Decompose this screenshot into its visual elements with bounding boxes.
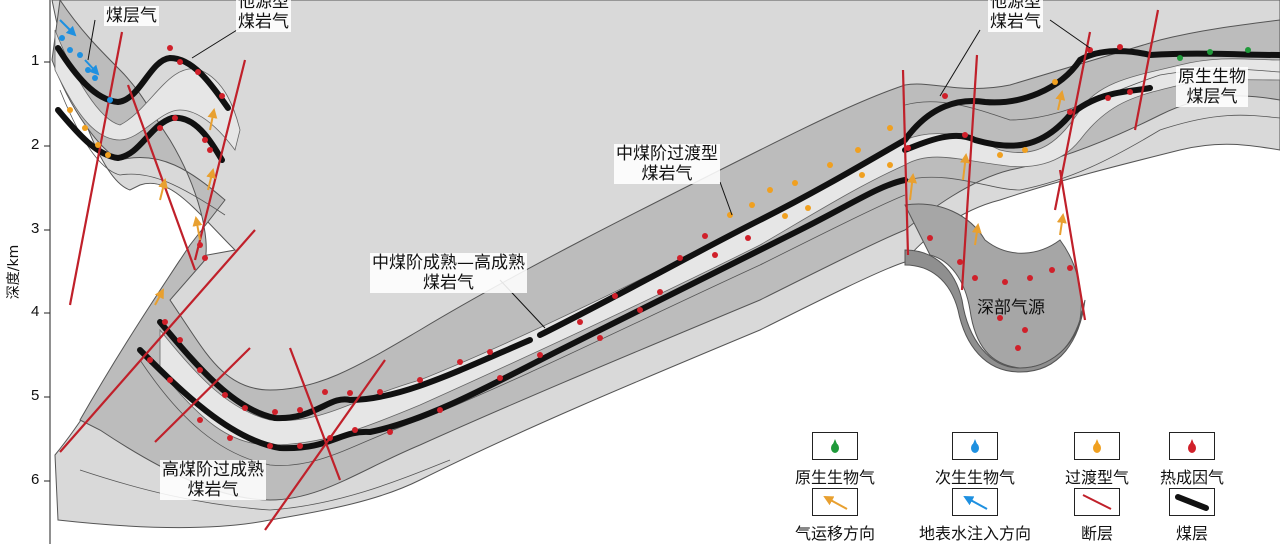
legend-label: 气运移方向 (794, 524, 875, 543)
drop-icon (1093, 439, 1101, 453)
legend-label: 原生生物气 (794, 468, 875, 487)
label-coalbed-gas: 煤层气 (104, 6, 159, 26)
label-primary-bio-coalbed: 原生生物 煤层气 (1176, 67, 1248, 107)
drop-icon (971, 439, 979, 453)
legend-label: 断层 (1080, 524, 1113, 543)
label-deep-gas-source: 深部气源 (977, 298, 1045, 318)
label-high-rank-over-mature: 高煤阶过成熟 煤岩气 (160, 460, 266, 500)
legend-item-surface-water: 地表水注入方向 (915, 488, 1035, 544)
legend-label: 过渡型气 (1064, 468, 1129, 487)
legend-item-fault: 断层 (1037, 488, 1157, 544)
y-tick-label: 4 (31, 303, 40, 320)
legend-item-primary-bio: 原生生物气 (775, 432, 895, 488)
legend-item-secondary-bio: 次生生物气 (915, 432, 1035, 488)
legend-item-coal-seam: 煤层 (1132, 488, 1252, 544)
legend-item-thermogenic: 热成因气 (1132, 432, 1252, 488)
drop-icon (1188, 439, 1196, 453)
y-tick-label: 6 (31, 471, 40, 488)
y-tick-label: 3 (31, 220, 40, 237)
primary-bio-gas-markers (1177, 47, 1251, 61)
surface-water-arrows (59, 19, 100, 76)
migration-arrows (154, 90, 1067, 306)
y-tick-label: 2 (31, 136, 40, 153)
y-axis-title: 深度/km (6, 244, 23, 300)
legend-label: 地表水注入方向 (918, 524, 1031, 543)
strata-band-inner (54, 29, 241, 151)
label-mid-rank-transition: 中煤阶过渡型 煤岩气 (614, 144, 720, 184)
legend-label: 煤层 (1175, 524, 1208, 543)
thermogenic-gas-markers (147, 44, 1133, 449)
deep-gas-lower-band (904, 249, 1086, 373)
legend-label: 热成因气 (1159, 468, 1224, 487)
label-mid-high-mature: 中煤阶成熟—高成熟 煤岩气 (370, 253, 527, 293)
legend-label: 次生生物气 (934, 468, 1015, 487)
fault-lines (59, 9, 1160, 531)
legend-item-migration: 气运移方向 (775, 488, 895, 544)
fault-line-icon (1082, 494, 1112, 510)
y-tick-label: 5 (31, 387, 40, 404)
label-other-source-left: 他源型 煤岩气 (236, 0, 291, 32)
label-other-source-right: 他源型 煤岩气 (988, 0, 1043, 32)
transition-gas-markers (67, 79, 1058, 219)
deep-gas-source-area (904, 203, 1082, 369)
y-axis (44, 0, 51, 544)
legend-item-transition: 过渡型气 (1037, 432, 1157, 488)
y-tick-label: 1 (31, 52, 40, 69)
drop-icon (831, 439, 839, 453)
coal-seam-icon (1175, 494, 1209, 511)
arrow-icon (963, 496, 988, 510)
arrow-icon (823, 496, 848, 510)
